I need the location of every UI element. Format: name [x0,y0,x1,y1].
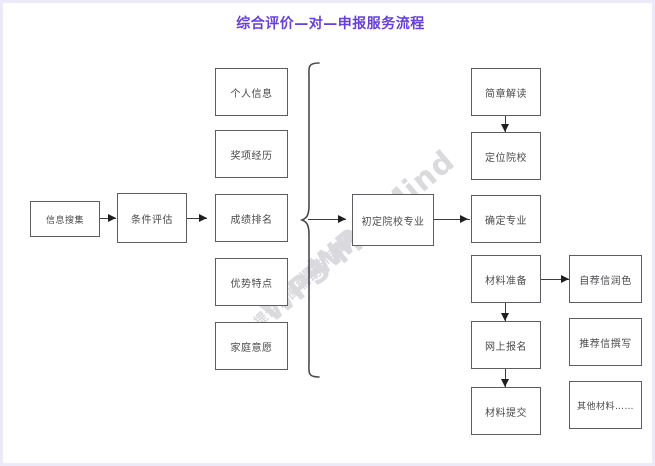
edge-prep-to-self-letter [541,279,569,281]
node-strength-traits[interactable]: 优势特点 [215,258,288,306]
node-self-letter[interactable]: 自荐信润色 [569,255,642,303]
arrowhead-right [460,215,468,223]
page-title: 综合评价—对—申报服务流程 [236,16,425,32]
arrowhead-down [501,313,509,321]
node-material-prep[interactable]: 材料准备 [471,255,541,303]
node-recommend-letter[interactable]: 推荐信撰写 [569,318,642,366]
grouping-brace [299,62,320,378]
node-confirm-major[interactable]: 确定专业 [471,195,541,243]
edge-prep-to-online [505,303,507,321]
node-score-rank[interactable]: 成绩排名 [215,194,288,242]
node-family-wish[interactable]: 家庭意愿 [215,322,288,370]
edge-brace-to-prelim [308,219,346,221]
node-prelim-major[interactable]: 初定院校专业 [352,194,434,246]
node-condition-eval[interactable]: 条件评估 [117,193,187,243]
arrowhead-right [561,275,569,283]
node-brochure-read[interactable]: 简章解读 [471,68,541,116]
arrowhead-right [108,214,116,222]
arrowhead-down [501,379,509,387]
edge-condition-to-rank [187,218,207,220]
node-award-history[interactable]: 奖项经历 [215,130,288,178]
edge-prelim-to-confirm [434,219,470,221]
node-online-apply[interactable]: 网上报名 [471,321,541,369]
arrowhead-right [199,214,207,222]
node-personal-info[interactable]: 个人信息 [215,68,288,116]
node-locate-school[interactable]: 定位院校 [471,132,541,180]
arrowhead-right [338,215,346,223]
arrowhead-down [501,124,509,132]
node-material-submit[interactable]: 材料提交 [471,387,541,435]
edge-online-to-submit [505,369,507,387]
node-info-collect[interactable]: 信息搜集 [30,201,100,237]
node-other-material[interactable]: 其他材料…… [569,381,642,429]
